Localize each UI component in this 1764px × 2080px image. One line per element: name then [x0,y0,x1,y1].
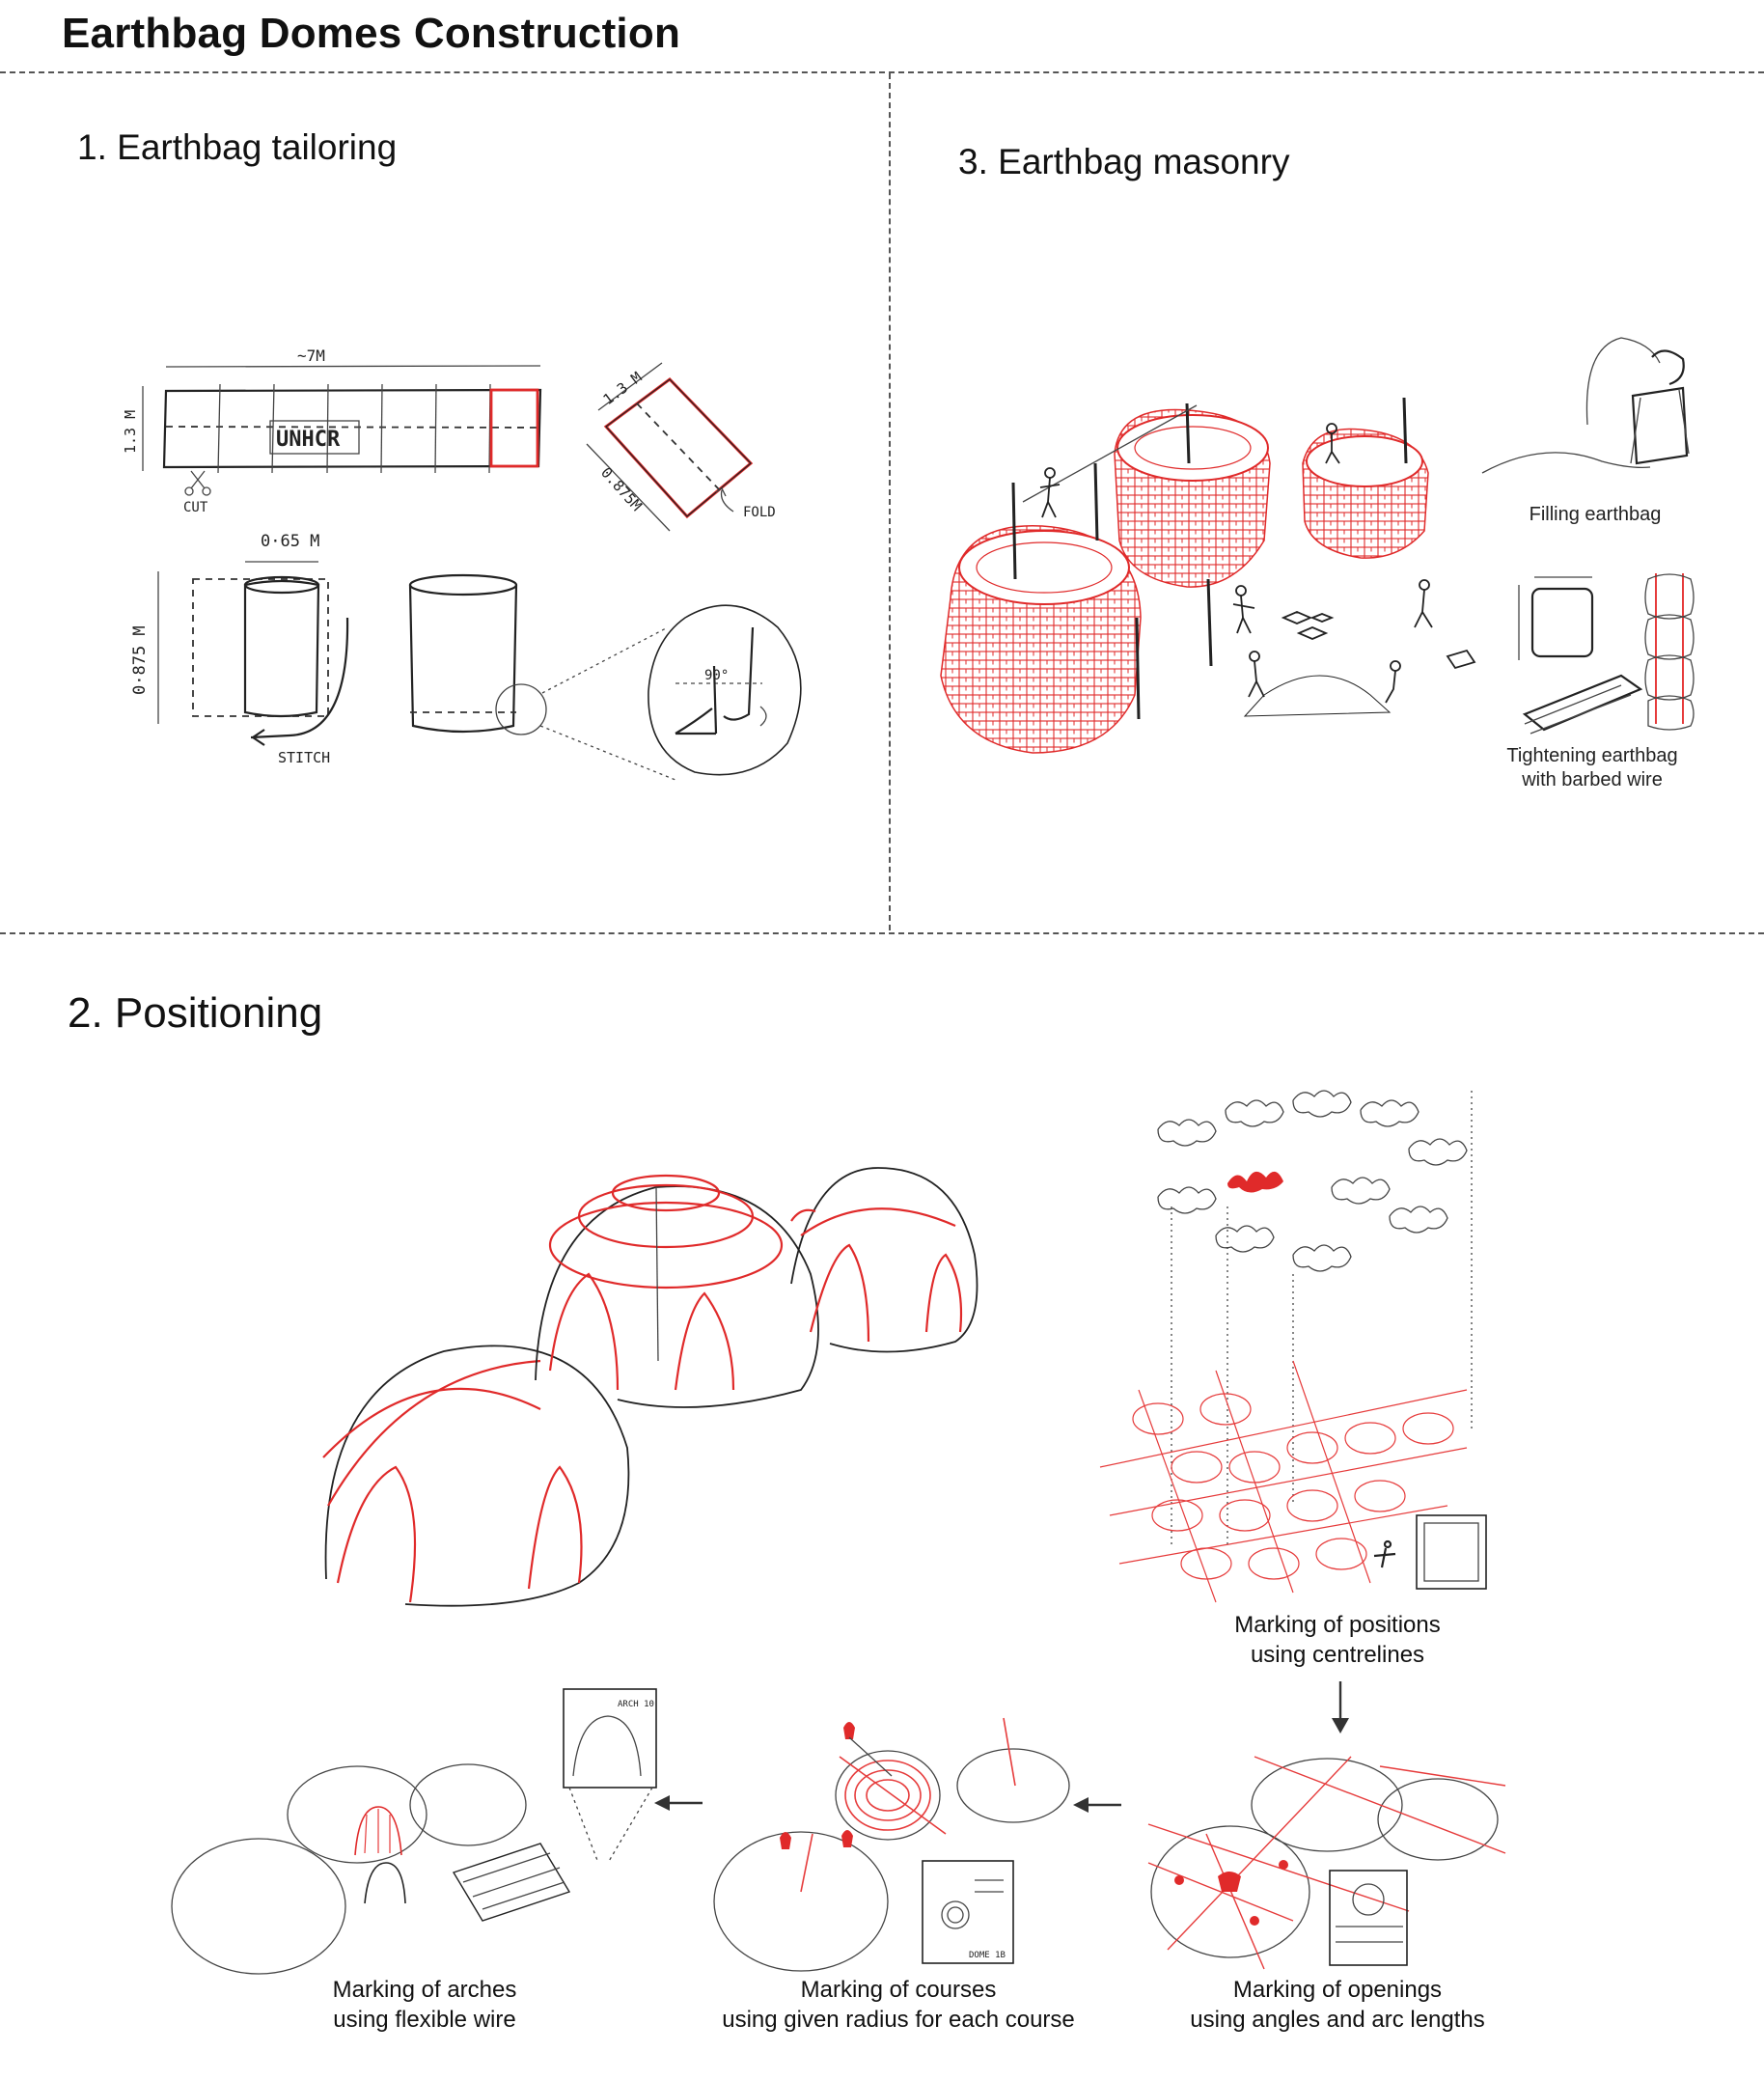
arch-sheet-label: ARCH 10 [618,1700,654,1709]
height-label: 0·875 M [130,625,150,695]
dome-wireframe-drawing [322,1167,978,1607]
bag-strip: UNHCR ~7M 1.3 M CUT [122,347,542,515]
caption-courses: Marking of courses using given radius fo… [722,1977,1075,2033]
fold-label: FOLD [743,505,776,520]
length-label: ~7M [297,347,325,365]
stitch-label: STITCH [278,749,330,766]
bag-cylinder-flat: 0·65 M 0·875 M STITCH [130,532,349,766]
caption-positions: Marking of positions using centrelines [1234,1612,1441,1668]
arches-plan-drawing: ARCH 10 [171,1688,657,1975]
width-label: 1.3 M [122,410,139,454]
course-sheet-label: DOME 1B [969,1951,1006,1960]
earthbag-domes-drawing [940,397,1476,754]
section-heading-tailoring: 1. Earthbag tailoring [77,127,398,167]
top-divider [0,71,1764,73]
caption-openings: Marking of openings using angles and arc… [1190,1977,1485,2033]
tightening-caption-line1: Tightening earthbag [1506,745,1677,766]
arrow-down-icon [1332,1681,1349,1733]
caption-arches: Marking of arches using flexible wire [332,1977,517,2033]
brand-label: UNHCR [276,428,341,452]
vertical-divider [889,73,891,930]
tightening-caption-line2: with barbed wire [1521,769,1663,790]
angle-label: 90° [704,668,729,683]
filling-caption: Filling earthbag [1530,504,1662,525]
openings-plan-drawing [1147,1756,1506,1970]
section-heading-positioning: 2. Positioning [68,989,323,1037]
courses-plan-drawing: DOME 1B [713,1717,1070,1972]
tightening-earthbag-drawing [1518,573,1695,735]
tailoring-sketch: UNHCR ~7M 1.3 M CUT 1.3 M 0.875M FOLD 0·… [122,347,802,781]
filling-earthbag-drawing [1481,337,1690,474]
arrow-left-icon [1073,1797,1121,1813]
diameter-label: 0·65 M [261,532,319,551]
middle-divider [0,932,1764,934]
arrow-left-icon [654,1795,703,1811]
masonry-sketch: Filling earthbag Tightening earthbag wit… [940,337,1695,790]
cut-label: CUT [183,500,208,515]
page-title: Earthbag Domes Construction [62,10,681,57]
positions-plan-drawing [1099,1090,1487,1603]
bag-cylinder-3d: 90° [408,573,802,781]
section-heading-masonry: 3. Earthbag masonry [958,142,1290,181]
